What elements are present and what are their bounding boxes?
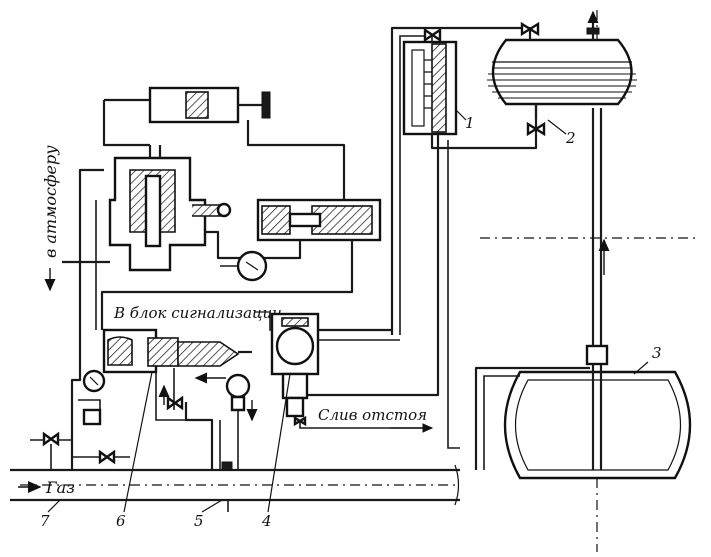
label-2: 2: [565, 129, 576, 147]
valve-top-right[interactable]: [520, 21, 540, 37]
tank-2-vent: [586, 10, 600, 40]
gas-main-pipe: [10, 464, 460, 506]
label-6: 6: [116, 512, 126, 530]
riser-pipe: [585, 108, 610, 470]
tank-3: [503, 370, 692, 480]
regulator: [108, 145, 232, 272]
atmosphere-vent-line: [44, 260, 110, 292]
valve-left-lower[interactable]: [30, 431, 72, 470]
left-vertical-pipe: [70, 168, 104, 470]
pressure-gauge-center: [220, 250, 268, 282]
gas-label: Газ: [45, 478, 75, 497]
label-1: 1: [465, 114, 475, 132]
control-valve: [100, 120, 382, 330]
separator-6: [102, 328, 252, 374]
signal-block-label: В блок сигнализации: [113, 304, 282, 322]
label-7: 7: [40, 512, 50, 530]
pipe-to-tank-3: [447, 366, 590, 470]
label-5: 5: [194, 512, 204, 530]
top-pipe-network: [300, 26, 538, 400]
actuator-cylinder: [102, 86, 271, 147]
label-3: 3: [652, 344, 662, 362]
tank-2: [487, 38, 637, 106]
valve-separator[interactable]: [166, 395, 184, 411]
pressure-gauge-left: [82, 369, 106, 393]
level-gauge-1: [402, 40, 458, 136]
valve-left-mid[interactable]: [72, 449, 130, 465]
float-chamber-4: [269, 312, 400, 418]
drain-line: [293, 415, 434, 433]
separator-drains: [155, 368, 221, 470]
filter-block: [78, 399, 102, 426]
valve-level-top[interactable]: [423, 27, 442, 43]
valve-5[interactable]: [221, 461, 233, 512]
drain-label: Слив отстоя: [318, 406, 427, 424]
label-4: 4: [261, 512, 272, 530]
atmosphere-label: в атмосферу: [41, 145, 60, 258]
valve-tank2-drain[interactable]: [526, 121, 546, 137]
level-switch: [225, 373, 251, 470]
